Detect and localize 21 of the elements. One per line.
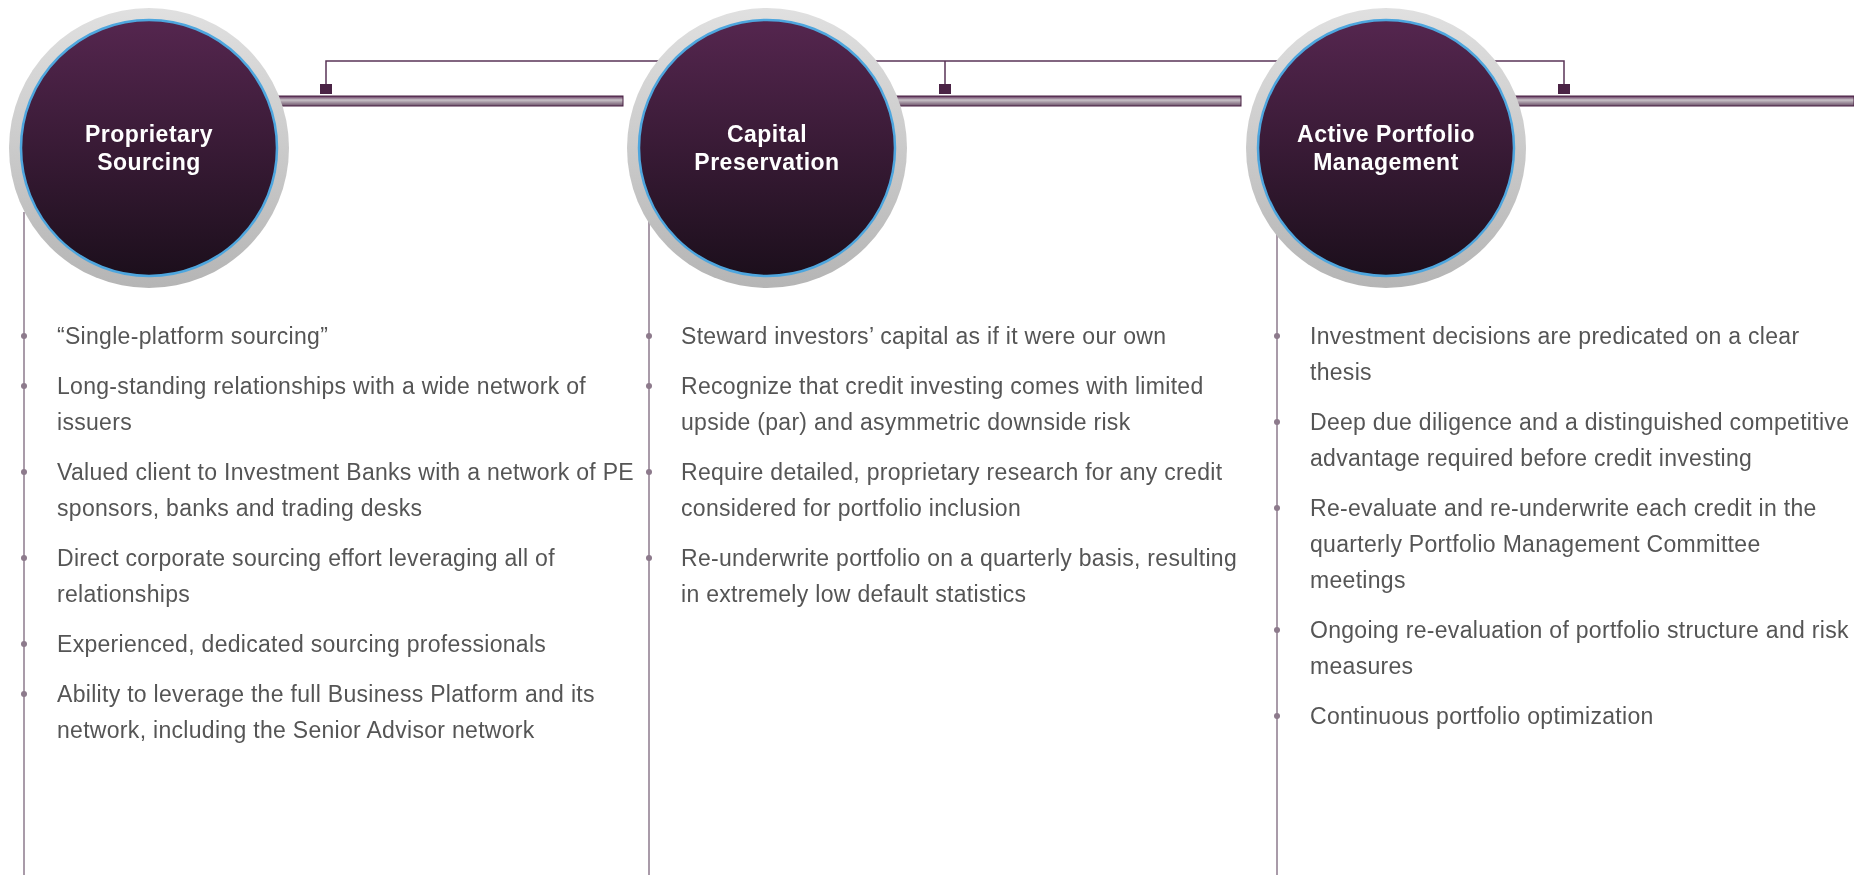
bullet-text: Long-standing relationships with a wide network of issuers [57,373,586,435]
bullet-text: Direct corporate sourcing effort leveraging all of relationships [57,545,555,607]
bullet-text: Experienced, dedicated sourcing professionals [57,631,547,657]
bullet-text: Ability to leverage the full Business Platform and its network, including the Senior Advisor network [57,681,595,743]
bullet-text: Investment decisions are predicated on a clear thesis [1310,323,1800,385]
bullet-text: Continuous portfolio optimization [1310,703,1654,729]
bullet-text: Valued client to Investment Banks with a network of PE sponsors, banks and trading desks [57,459,634,521]
circle-node [1245,7,1527,289]
circle-title: Capital Preservation [693,120,841,176]
bullet-text: Recognize that credit investing comes with limited upside (par) and asymmetric downside risk [681,373,1204,435]
bullet-text: Steward investors’ capital as if it were our own [681,323,1167,349]
circle-title: Active Portfolio Management [1296,120,1476,176]
circle-node [626,7,908,289]
bullet-text: “Single-platform sourcing” [57,323,329,349]
circle-node [8,7,290,289]
bullet-text: Re-underwrite portfolio on a quarterly basis, resulting in extremely low default statistics [681,545,1237,607]
bullet-text: Require detailed, proprietary research for any credit considered for portfolio inclusion [681,459,1223,521]
bullet-text: Re-evaluate and re-underwrite each credit in the quarterly Portfolio Management Committee meetings [1310,495,1817,593]
bullet-text: Ongoing re-evaluation of portfolio structure and risk measures [1310,617,1849,679]
bullet-text: Deep due diligence and a distinguished competitive advantage required before credit investing [1310,409,1850,471]
circle-title: Proprietary Sourcing [83,120,215,176]
